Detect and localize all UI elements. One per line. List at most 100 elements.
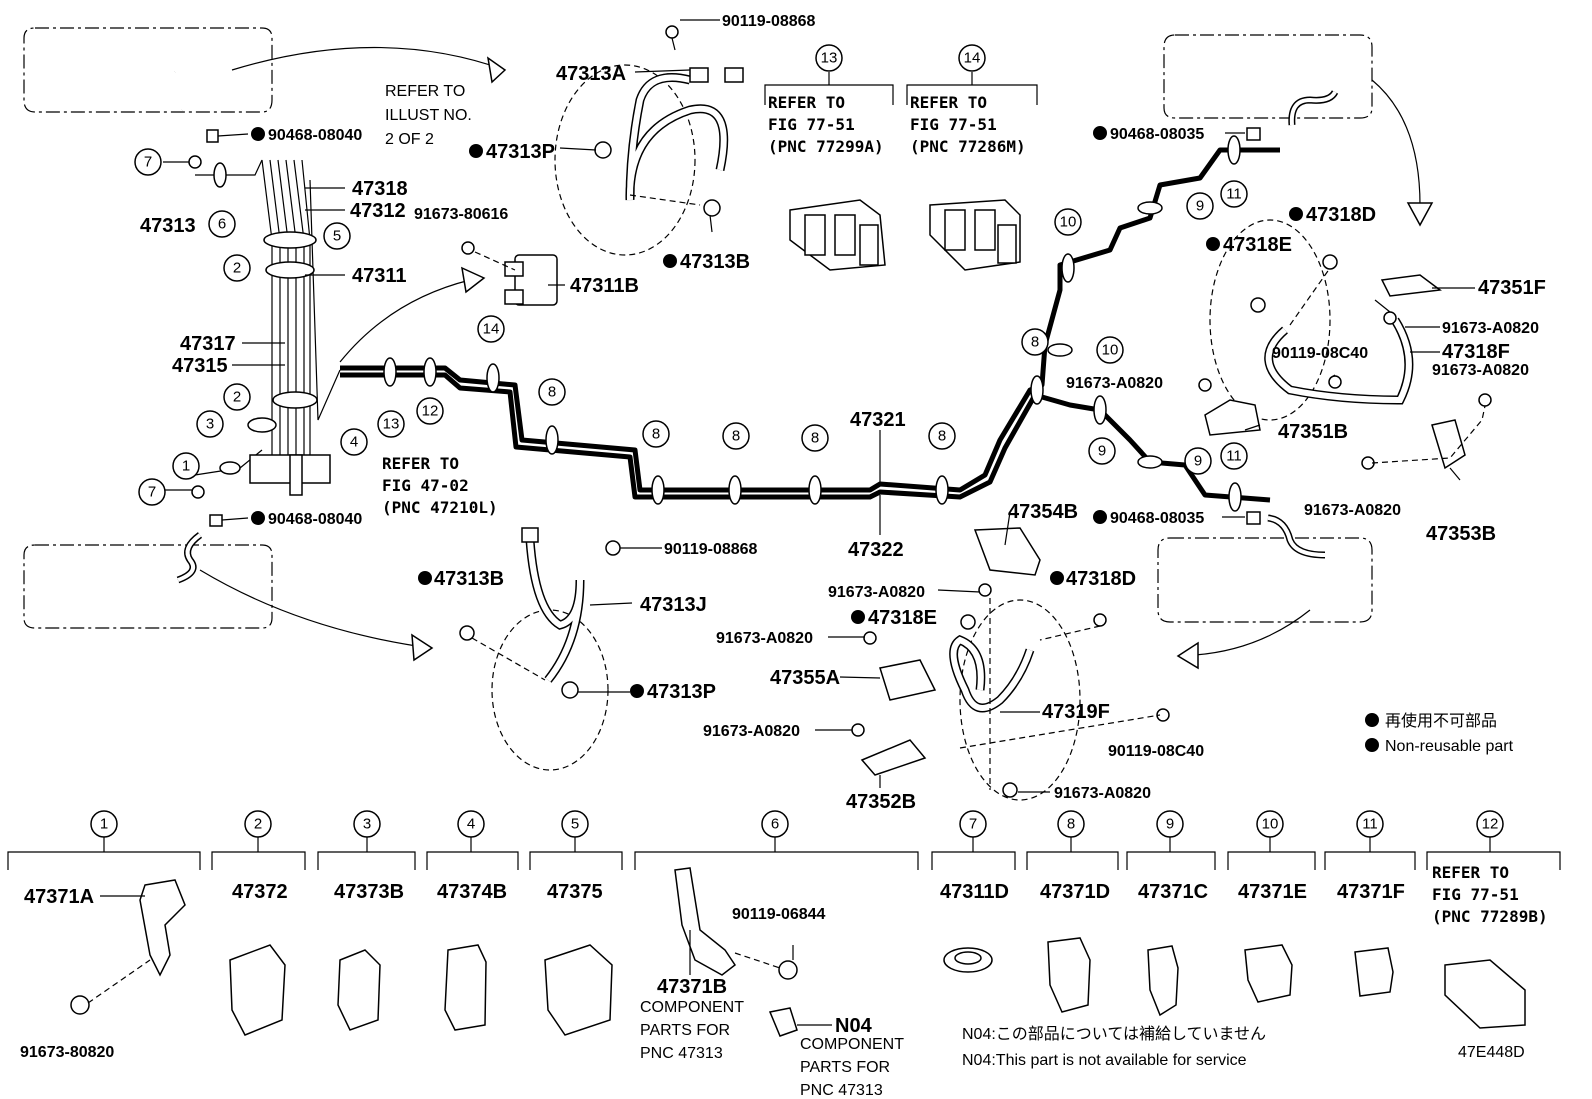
part-label: 47318E xyxy=(868,607,937,629)
bottom-group-brackets xyxy=(7,72,1561,870)
clamp-47311B xyxy=(461,241,558,306)
callout-3: 3 xyxy=(206,416,214,433)
arrow-head-icon xyxy=(1176,641,1199,670)
callout-5: 5 xyxy=(333,228,341,245)
figure-id: 47E448D xyxy=(1458,1044,1525,1061)
part-label: 47319F xyxy=(1042,701,1110,723)
callout-7: 7 xyxy=(144,154,152,171)
part-label: 47354B xyxy=(1008,501,1078,523)
part-label: 47313P xyxy=(486,141,555,163)
refer-note-line: (PNC 77289B) xyxy=(1432,907,1548,926)
flex-hose-47313J xyxy=(459,527,621,699)
part-label: 91673-A0820 xyxy=(1304,502,1401,519)
vehicle-inset-top-right xyxy=(1163,34,1373,126)
component-note-line: PNC 47313 xyxy=(640,1045,723,1062)
callout-8: 8 xyxy=(938,428,946,445)
callout-8: 8 xyxy=(811,430,819,447)
refer-note-line: REFER TO xyxy=(768,93,845,112)
bottom-group-labels: 47371A 91673-80820 47372 47373B 47374B 4… xyxy=(20,881,1405,1099)
footnotes: N04:この部品については補給していません N04:This part is n… xyxy=(962,1025,1525,1069)
part-label: 47353B xyxy=(1426,523,1496,545)
part-label: 47372 xyxy=(232,881,288,903)
part-label: 47371C xyxy=(1138,881,1208,903)
part-label: 47313 xyxy=(140,215,196,237)
part-label: 47371E xyxy=(1238,881,1307,903)
refer-note-line: REFER TO xyxy=(382,454,459,473)
part-label: 47311D xyxy=(940,881,1009,903)
component-note-line: PARTS FOR xyxy=(800,1059,890,1076)
group-callout: 1 xyxy=(100,816,108,833)
part-label: 90468-08040 xyxy=(268,127,362,144)
refer-note-line: FIG 77-51 xyxy=(1432,885,1519,904)
refer-note-line: (PNC 77299A) xyxy=(768,137,884,156)
callout-9: 9 xyxy=(1194,453,1202,470)
part-label: 91673-A0820 xyxy=(828,584,925,601)
detail-circle xyxy=(959,599,1081,801)
callout-2: 2 xyxy=(233,389,241,406)
part-label: 91673-A0820 xyxy=(716,630,813,647)
leader-lines xyxy=(232,19,1475,793)
callout-6: 6 xyxy=(218,216,226,233)
arrow-head-icon xyxy=(461,266,486,294)
callout-10: 10 xyxy=(1102,342,1119,359)
callout-7: 7 xyxy=(148,484,156,501)
part-label: 47351B xyxy=(1278,421,1348,443)
callout-14: 14 xyxy=(964,50,981,67)
bottom-group-callouts: 1 2 3 4 5 6 7 8 9 10 11 12 xyxy=(90,810,1504,838)
arrow-head-icon xyxy=(486,56,507,84)
group-callout: 12 xyxy=(1482,816,1499,833)
part-label: 90468-08035 xyxy=(1110,510,1204,527)
legend-jp: 再使用不可部品 xyxy=(1385,712,1497,730)
group-callout: 11 xyxy=(1362,816,1378,833)
refer-note-line: FIG 77-51 xyxy=(910,115,997,134)
part-label: 90119-06844 xyxy=(732,906,826,923)
part-label: 91673-80616 xyxy=(414,206,508,223)
refer-note-line: 2 OF 2 xyxy=(385,131,434,148)
group-callout: 5 xyxy=(571,816,579,833)
part-label: 47317 xyxy=(180,333,236,355)
part-label: 90119-08868 xyxy=(664,541,758,558)
top-left-fittings xyxy=(188,129,223,527)
callout-4: 4 xyxy=(350,434,358,451)
arrow-head-icon xyxy=(411,633,434,662)
callout-circles: 13 14 7 6 5 2 2 3 4 1 7 13 12 14 8 8 8 8… xyxy=(134,44,1248,506)
part-label: 90119-08C40 xyxy=(1108,743,1204,760)
part-label: 47311 xyxy=(352,265,407,287)
group-callout: 10 xyxy=(1262,816,1279,833)
part-label: 47312 xyxy=(350,200,406,222)
part-label: 47373B xyxy=(334,881,404,903)
vehicle-inset-top-left xyxy=(23,27,273,113)
group-callout: 3 xyxy=(363,816,371,833)
part-label: 47371A xyxy=(24,886,94,908)
arrow-head-icon xyxy=(1406,202,1434,227)
flex-hose-47313A xyxy=(594,25,744,217)
part-label: 47313J xyxy=(640,594,707,616)
part-label: 47313B xyxy=(434,568,504,590)
part-label: 47318 xyxy=(352,178,408,200)
detail-circle xyxy=(1209,219,1331,421)
part-label: 47371B xyxy=(657,976,727,998)
callout-1: 1 xyxy=(182,458,190,475)
group-callout: 4 xyxy=(467,816,475,833)
part-label: 47322 xyxy=(848,539,904,561)
part-label: 47311B xyxy=(570,275,639,297)
callout-13: 13 xyxy=(383,416,400,433)
part-label: 90119-08868 xyxy=(722,13,816,30)
part-label: 47371D xyxy=(1040,881,1110,903)
callout-13: 13 xyxy=(821,50,838,67)
non-reusable-dots xyxy=(251,126,1379,752)
part-label: 91673-A0820 xyxy=(1054,785,1151,802)
refer-note-line: FIG 47-02 xyxy=(382,476,469,495)
component-note-line: COMPONENT xyxy=(640,999,744,1016)
callout-9: 9 xyxy=(1098,443,1106,460)
part-label: 47318D xyxy=(1306,204,1376,226)
bottom-parts xyxy=(70,867,1526,1037)
group-callout: 6 xyxy=(771,816,779,833)
clamp-set-13 xyxy=(789,199,886,271)
part-label: 90119-08C40 xyxy=(1272,345,1368,362)
callout-11: 11 xyxy=(1226,186,1242,203)
detail-circle xyxy=(554,64,696,256)
part-label: 47355A xyxy=(770,667,840,689)
callout-2: 2 xyxy=(233,260,241,277)
